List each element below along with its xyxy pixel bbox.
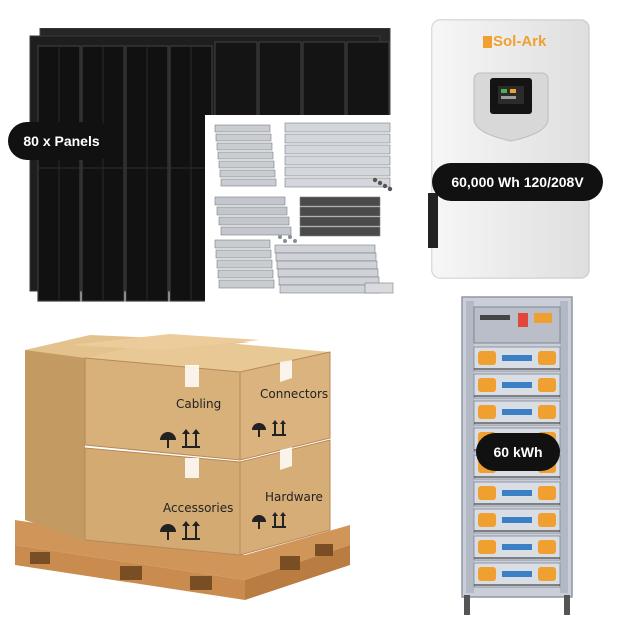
box-label-accessories: Accessories	[163, 501, 234, 515]
racking-hardware-image	[205, 115, 400, 303]
inverter-logo-text: Sol-Ark	[493, 33, 547, 50]
this-way-up-icon	[182, 429, 200, 448]
box-label-hardware: Hardware	[265, 490, 323, 504]
umbrella-icon	[160, 432, 176, 448]
panels-badge: 80 x Panels	[8, 122, 115, 160]
battery-badge: 60 kWh	[476, 433, 560, 471]
boxes-pallet-image	[15, 334, 350, 600]
umbrella-icon	[252, 423, 266, 437]
inverter-image	[428, 19, 590, 279]
this-way-up-icon	[272, 420, 286, 436]
this-way-up-icon	[272, 512, 286, 528]
umbrella-icon	[252, 515, 266, 529]
umbrella-icon	[160, 524, 176, 540]
box-label-cabling: Cabling	[176, 397, 222, 411]
box-label-connectors: Connectors	[260, 387, 329, 401]
inverter-badge: 60,000 Wh 120/208V	[432, 163, 603, 201]
sol-ark-logo-mark	[483, 36, 492, 48]
this-way-up-icon	[182, 521, 200, 540]
